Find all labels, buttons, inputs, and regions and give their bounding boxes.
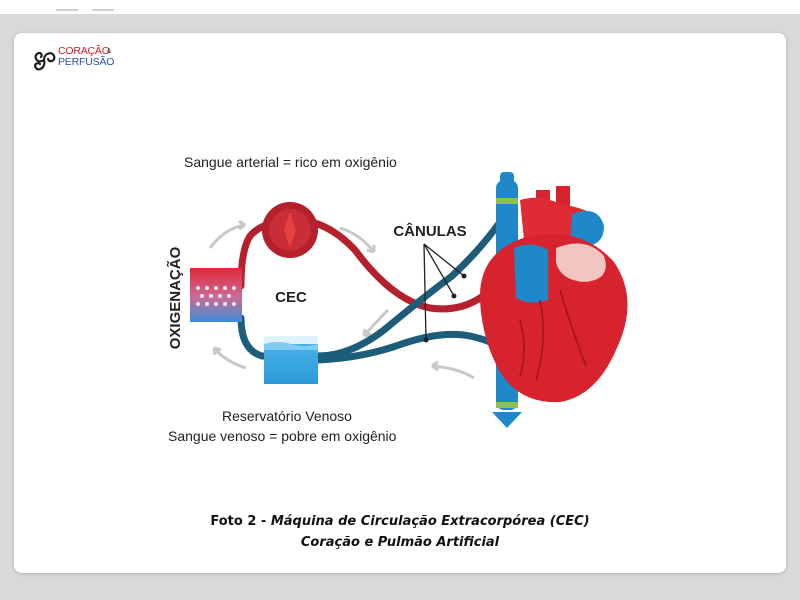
caption-prefix: Foto 2 - xyxy=(210,514,271,529)
caption-title: Máquina de Circulação Extracorpórea (CEC… xyxy=(270,514,590,529)
pump-rotor-icon xyxy=(284,212,296,248)
oxygenation-label: OXIGENAÇÃO xyxy=(166,246,184,349)
venous-note: Sangue venoso = pobre em oxigênio xyxy=(168,428,397,444)
logo-wordmark: CORAÇÃO PERFUSÃO xyxy=(58,46,114,68)
oxygenator xyxy=(190,268,242,322)
triskelion-logo-icon xyxy=(33,51,56,71)
reservoir-note: Reservatório Venoso xyxy=(222,408,352,424)
logo-line-1: CORAÇÃO xyxy=(58,45,110,57)
arterial-note: Sangue arterial = rico em oxigênio xyxy=(184,154,397,170)
canulas-pointers xyxy=(423,243,465,341)
top-bar-mark xyxy=(56,9,78,11)
caption-subtitle: Coração e Pulmão Artificial xyxy=(300,535,500,550)
top-bar xyxy=(0,0,800,14)
cec-circuit-diagram: OXIGENAÇÃO CEC CÂNULAS xyxy=(166,172,628,428)
figure-caption: Foto 2 - Máquina de Circulação Extracorp… xyxy=(0,514,800,529)
heart-icon xyxy=(479,186,628,403)
venous-line-lower xyxy=(314,330,502,364)
figure-caption-line-2: Coração e Pulmão Artificial xyxy=(0,535,800,550)
canulas-label: CÂNULAS xyxy=(393,222,466,240)
logo-line-2: PERFUSÃO xyxy=(58,56,115,68)
content-card xyxy=(14,33,786,573)
cec-label: CEC xyxy=(275,289,307,306)
flow-arrows xyxy=(208,219,475,380)
venous-line-upper xyxy=(237,218,504,360)
top-bar-mark xyxy=(92,9,114,11)
logo-ampersand: & xyxy=(107,49,112,55)
